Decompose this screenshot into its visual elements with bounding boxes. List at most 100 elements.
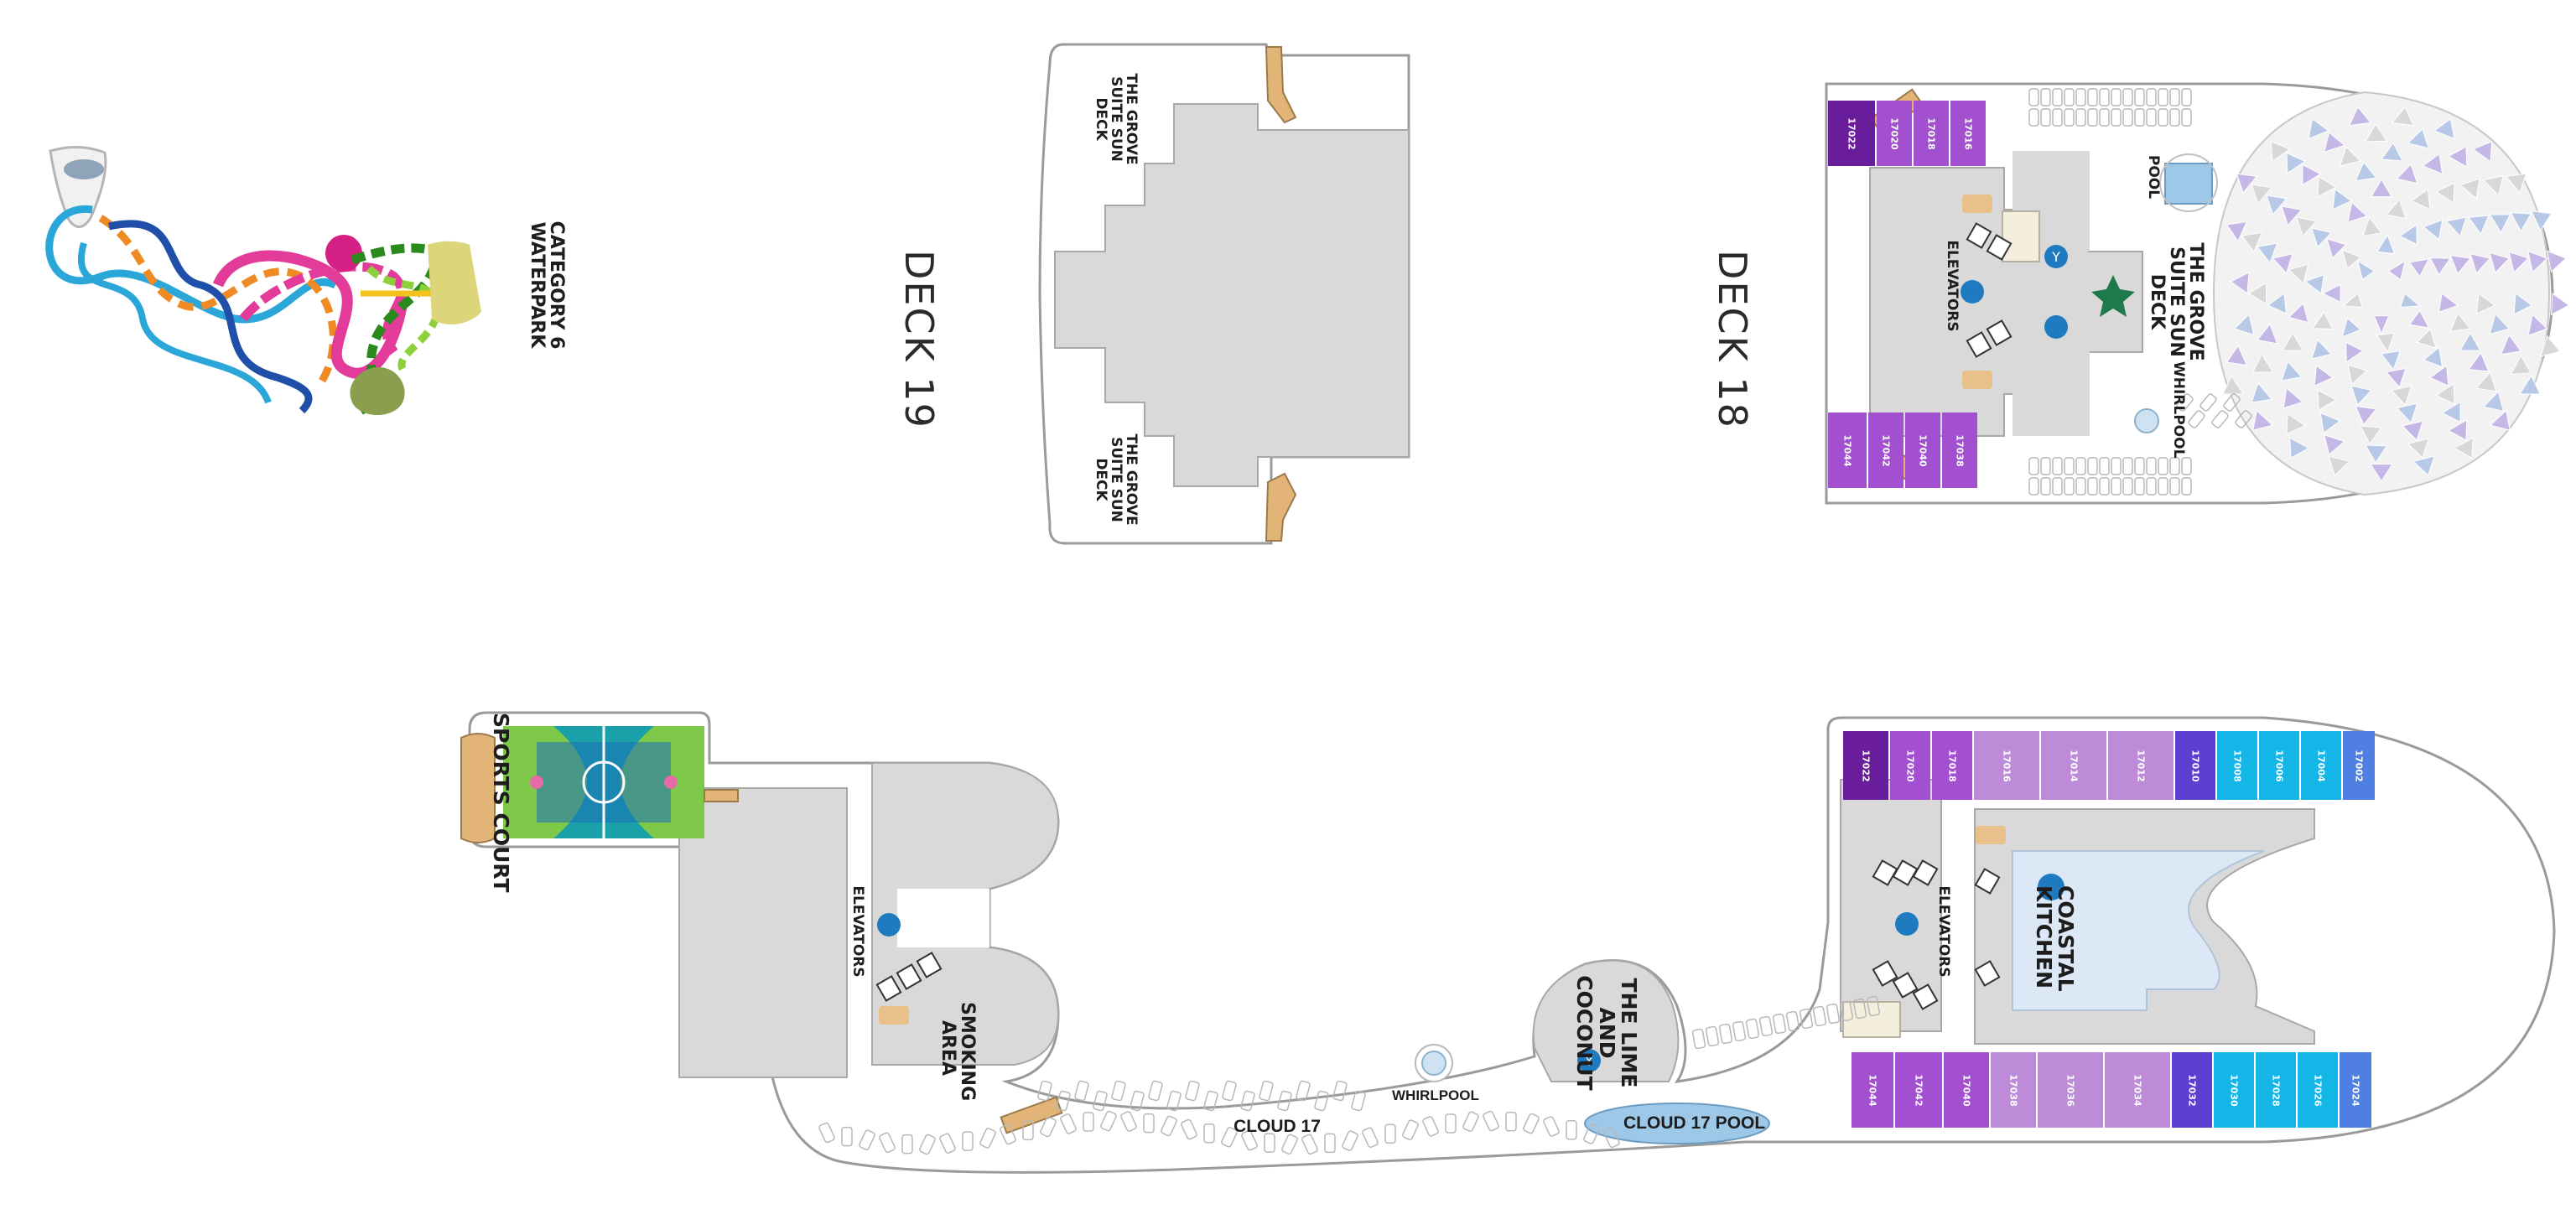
cabin-block xyxy=(2301,731,2341,800)
cabin-number[interactable]: 17022 xyxy=(1828,101,1875,166)
lounger xyxy=(2134,477,2145,496)
cabin-number[interactable]: 17006 xyxy=(2259,731,2299,800)
cabin-number[interactable]: 17016 xyxy=(1974,731,2039,800)
cabin-block xyxy=(1974,731,2039,800)
cabin-number[interactable]: 17022 xyxy=(1843,731,1888,800)
lounger xyxy=(2064,457,2075,475)
mosaic-tile xyxy=(2459,178,2480,200)
mosaic-tile xyxy=(2236,173,2258,195)
mosaic-tile xyxy=(2475,371,2497,392)
mosaic-tile xyxy=(2510,354,2532,376)
cabin-number[interactable]: 17042 xyxy=(1895,1052,1942,1128)
mosaic-tile xyxy=(2345,341,2364,363)
cabin-block xyxy=(1868,413,1903,488)
lounger xyxy=(1022,1120,1034,1141)
lounger xyxy=(1351,1090,1366,1112)
elevator-box xyxy=(1872,960,1898,987)
cabin-number-label: 17006 xyxy=(2273,749,2285,782)
cabin-number[interactable]: 17042 xyxy=(1868,413,1903,488)
mosaic-tile xyxy=(2408,258,2430,278)
lounger xyxy=(1785,1010,1800,1032)
cabin-number[interactable]: 17024 xyxy=(2340,1052,2371,1128)
cabin-number[interactable]: 17014 xyxy=(2041,731,2106,800)
cabin-number[interactable]: 17008 xyxy=(2217,731,2257,800)
cabin-block xyxy=(2343,731,2375,800)
cabin-number[interactable]: 17002 xyxy=(2343,731,2375,800)
restaurant-icon xyxy=(2044,315,2068,339)
lounger xyxy=(2169,457,2180,475)
cabin-number[interactable]: 17016 xyxy=(1950,101,1986,166)
mosaic-tile xyxy=(2332,188,2353,210)
mosaic-tile xyxy=(2360,425,2382,445)
cabin-number-label: 17010 xyxy=(2189,749,2201,782)
mosaic-tile xyxy=(2251,353,2274,373)
deck19-sundeck-shape xyxy=(1038,43,1410,545)
cabin-number[interactable]: 17030 xyxy=(2214,1052,2254,1128)
cabin-number-label: 17028 xyxy=(2270,1073,2282,1107)
cabin-number[interactable]: 17044 xyxy=(1852,1052,1893,1128)
cabin-number[interactable]: 17018 xyxy=(1932,731,1972,800)
mosaic-tile xyxy=(2530,210,2553,231)
lounger xyxy=(1000,1123,1016,1145)
mosaic-tile xyxy=(2288,302,2309,324)
lounger xyxy=(919,1134,936,1155)
cabin-number[interactable]: 17012 xyxy=(2108,731,2174,800)
cabin-number-label: 17020 xyxy=(1888,117,1900,150)
cabin-number-label: 17034 xyxy=(2132,1073,2143,1107)
mosaic-tile xyxy=(2362,216,2382,237)
mosaic-tile xyxy=(2252,409,2273,431)
lounger xyxy=(1074,1080,1089,1102)
cabin-number[interactable]: 17004 xyxy=(2301,731,2341,800)
cabin-number[interactable]: 17018 xyxy=(1914,101,1949,166)
cabin-number[interactable]: 17020 xyxy=(1890,731,1930,800)
venue-icons: Y Y xyxy=(877,245,2068,1072)
coastal-kitchen-label: COASTAL KITCHEN xyxy=(2031,885,2078,992)
cabin-number-label: 17022 xyxy=(1860,749,1872,782)
cabin-number-label: 17016 xyxy=(1962,117,1974,150)
lounger xyxy=(2169,477,2180,496)
lounger xyxy=(2052,457,2063,475)
mosaic-tile xyxy=(2289,437,2310,459)
elevator-box xyxy=(1966,222,1992,249)
lounger xyxy=(2040,477,2051,496)
cabin-block xyxy=(1905,413,1940,488)
mosaic-tile xyxy=(2281,361,2303,381)
mosaic-pattern xyxy=(2222,106,2570,482)
cabin-number[interactable]: 17032 xyxy=(2172,1052,2212,1128)
lounger xyxy=(1259,1080,1274,1102)
cabin-number[interactable]: 17026 xyxy=(2298,1052,2338,1128)
mosaic-tile xyxy=(2251,381,2273,403)
mosaic-tile xyxy=(2302,163,2322,186)
cabin-block xyxy=(1942,413,1977,488)
cabin-number[interactable]: 17034 xyxy=(2105,1052,2170,1128)
cabin-number[interactable]: 17036 xyxy=(2038,1052,2103,1128)
svg-text:Y: Y xyxy=(1584,1053,1593,1069)
cabin-number[interactable]: 17040 xyxy=(1905,413,1940,488)
mosaic-tile xyxy=(2519,375,2541,395)
cabin-number[interactable]: 17038 xyxy=(1942,413,1977,488)
cabin-number-label: 17036 xyxy=(2064,1073,2076,1107)
elevator-box xyxy=(1986,319,2012,346)
cabin-number-label: 17014 xyxy=(2068,749,2080,782)
lounger xyxy=(2087,108,2098,127)
lounger xyxy=(2235,410,2252,428)
mosaic-tile xyxy=(2321,283,2341,304)
lounger xyxy=(2176,393,2194,412)
lounger xyxy=(2111,457,2122,475)
cabin-number[interactable]: 17044 xyxy=(1828,413,1867,488)
cabin-number[interactable]: 17028 xyxy=(2256,1052,2296,1128)
mosaic-tile xyxy=(2399,224,2418,246)
mosaic-tile xyxy=(2355,161,2377,182)
lounger xyxy=(1281,1134,1298,1155)
mosaic-tile xyxy=(2272,253,2293,274)
cabin-number[interactable]: 17040 xyxy=(1944,1052,1989,1128)
lounger xyxy=(2075,108,2086,127)
cabin-number[interactable]: 17038 xyxy=(1991,1052,2036,1128)
elevator-icon xyxy=(1895,912,1919,936)
cabin-number[interactable]: 17010 xyxy=(2175,731,2215,800)
lounger xyxy=(2169,88,2180,106)
elevators-fwd-label: ELEVATORS xyxy=(1935,885,1952,978)
waterpark-label: CATEGORY 6 WATERPARK xyxy=(526,221,567,350)
cabin-number[interactable]: 17020 xyxy=(1877,101,1912,166)
lounger xyxy=(1277,1090,1292,1112)
